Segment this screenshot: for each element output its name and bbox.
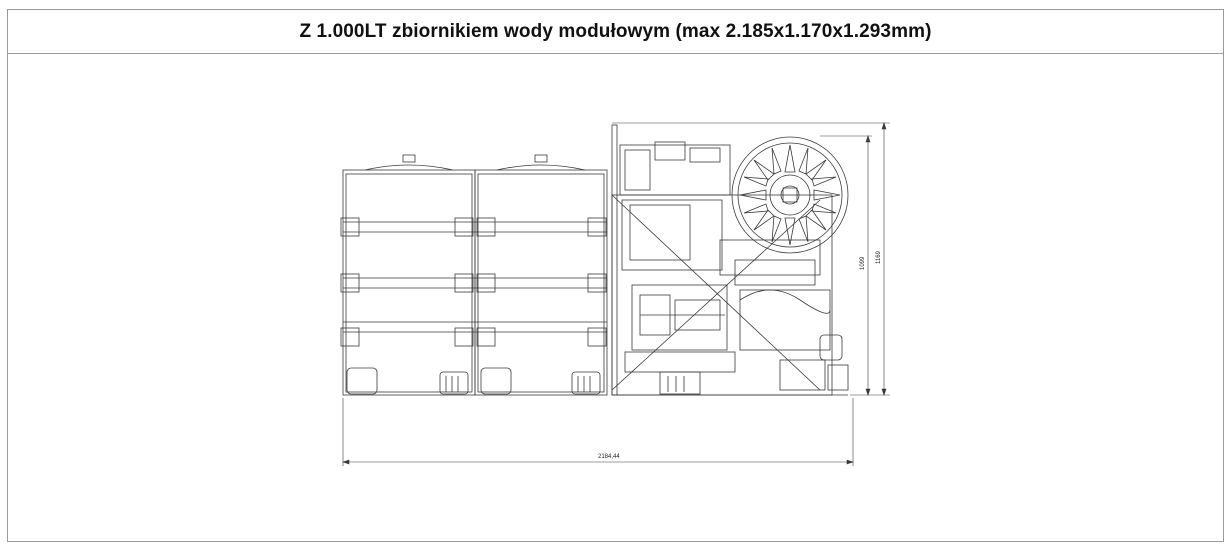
- dimension-length: 2184,44: [598, 454, 620, 460]
- product-panel: Z 1.000LT zbiornikiem wody modułowym (ma…: [7, 9, 1224, 542]
- title-bar: Z 1.000LT zbiornikiem wody modułowym (ma…: [8, 10, 1223, 54]
- engine-unit: [611, 124, 849, 396]
- water-tank-left: [340, 154, 476, 396]
- panel-title: Z 1.000LT zbiornikiem wody modułowym (ma…: [299, 20, 932, 42]
- water-tank-right: [474, 154, 608, 396]
- dimension-height-inner: 1099: [860, 256, 866, 270]
- cooling-fan: [731, 136, 849, 254]
- dimension-lines: [342, 122, 890, 466]
- dimension-height-outer: 1169: [876, 250, 882, 264]
